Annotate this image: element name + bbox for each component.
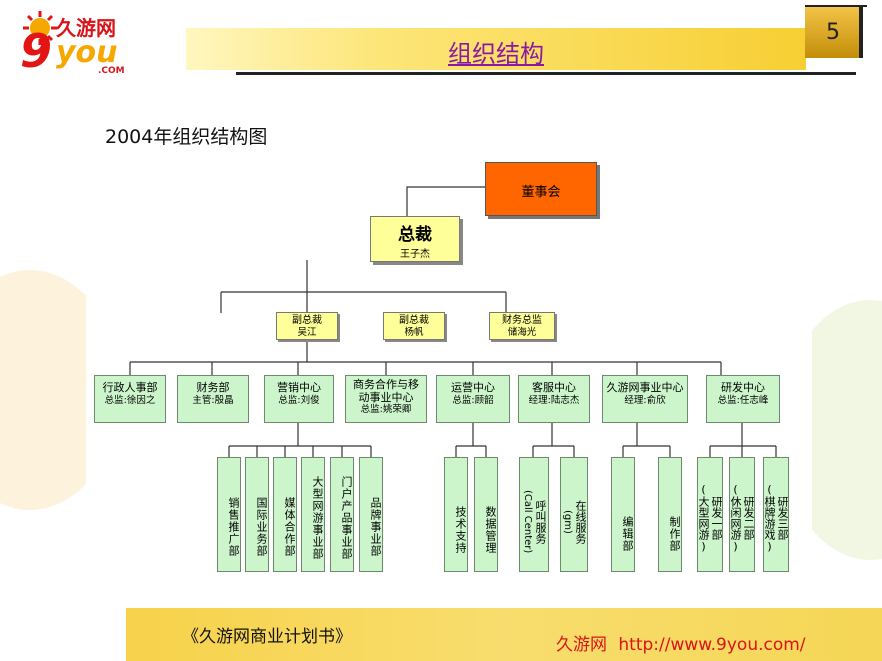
subunit-online-service: 在线服务 (gm) — [560, 457, 588, 572]
vp-name: 杨帆 — [404, 327, 424, 338]
subunit-mmo-business: 大型网游事业部 — [301, 457, 325, 572]
dept-manager: 经理:俞欣 — [624, 395, 666, 406]
subunit-rnd-3-label: 研发三部 — [776, 495, 789, 540]
dept-manager: 总监:姚荣卿 — [360, 404, 412, 415]
dept-operations: 运营中心 总监:顾韶 — [436, 375, 510, 423]
title-bar — [186, 28, 806, 70]
subunit-portal-products: 门户产品事业部 — [330, 457, 354, 572]
dept-label: 行政人事部 — [102, 381, 158, 394]
dept-label: 营销中心 — [277, 381, 321, 394]
vp-label: 副总裁 — [292, 315, 322, 326]
subunit-international: 国际业务部 — [245, 457, 269, 572]
dept-admin-hr: 行政人事部 总监:徐因之 — [94, 375, 166, 423]
chart-subtitle: 2004年组织结构图 — [105, 126, 268, 148]
subunit-production: 制作部 — [658, 457, 682, 572]
dept-finance: 财务部 主管:殷晶 — [177, 375, 249, 423]
subunit-editorial: 编辑部 — [611, 457, 635, 572]
sun-icon — [23, 11, 57, 45]
logo-nine: 9 — [20, 24, 53, 78]
subunit-data-management: 数据管理 — [474, 457, 498, 572]
subunit-brand: 品牌事业部 — [359, 457, 383, 572]
dept-marketing: 营销中心 总监:刘俊 — [264, 375, 334, 423]
page-number-box — [805, 6, 863, 58]
dept-label: 客服中心 — [532, 381, 576, 394]
dept-label: 运营中心 — [451, 381, 495, 394]
logo-dot-com: .COM — [98, 66, 125, 76]
subunit-online-service-label: 在线服务 — [574, 499, 587, 544]
ceo-box: 总裁 王子杰 — [370, 216, 460, 262]
cfo-label: 财务总监 — [502, 315, 542, 326]
footer-url[interactable]: http://www.9you.com/ — [618, 635, 806, 655]
dept-rnd: 研发中心 总监:任志峰 — [706, 375, 780, 423]
footer-website[interactable]: 久游网 http://www.9you.com/ — [556, 630, 806, 655]
logo-chinese: 久游网 — [56, 16, 116, 40]
page-number: 5 — [826, 20, 840, 45]
page-number-rule — [805, 5, 867, 7]
logo-you: you — [56, 35, 118, 70]
dept-label: 商务合作与移动事业中心 — [353, 378, 419, 404]
subunit-rnd-1: 研发一部 (大型网游) — [697, 457, 723, 572]
board-label: 董事会 — [521, 185, 561, 200]
cfo-name: 储海光 — [507, 327, 537, 338]
subunit-rnd-2-label: 研发二部 — [742, 495, 755, 540]
subunit-rnd-1-label: 研发一部 — [710, 495, 723, 540]
dept-customer-service: 客服中心 经理:陆志杰 — [518, 375, 590, 423]
vp-name: 吴江 — [297, 327, 317, 338]
cfo-box: 财务总监 储海光 — [489, 312, 555, 340]
subunit-rnd-3: 研发三部 (棋牌游戏) — [763, 457, 789, 572]
subunit-call-service-note: (Call Center) — [522, 489, 533, 554]
dept-manager: 总监:顾韶 — [452, 395, 494, 406]
footer-brand: 久游网 — [556, 635, 607, 655]
ceo-name: 王子杰 — [400, 249, 430, 260]
subunit-rnd-2-note: (休闲网游) — [729, 482, 742, 553]
vp-label: 副总裁 — [399, 315, 429, 326]
subunit-call-service-label: 呼叫服务 — [534, 499, 547, 544]
vp-box-yang: 副总裁 杨帆 — [383, 312, 445, 340]
ceo-label: 总裁 — [398, 225, 432, 245]
connector-lines — [129, 186, 777, 457]
dept-label: 财务部 — [196, 381, 230, 394]
footer-document-title: 《久游网商业计划书》 — [182, 627, 352, 647]
vp-box-wu: 副总裁 吴江 — [276, 312, 338, 340]
dept-9you-portal: 久游网事业中心 经理:俞欣 — [602, 375, 688, 423]
title-underline-rule — [236, 72, 856, 75]
subunit-rnd-1-note: (大型网游) — [697, 482, 710, 553]
board-box: 董事会 — [485, 162, 597, 216]
org-chart: 董事会 总裁 王子杰 副总裁 吴江 副总裁 杨帆 财务总监 储海光 行政人事部 … — [86, 152, 812, 580]
page-title: 组织结构 — [448, 40, 544, 68]
dept-manager: 经理:陆志杰 — [528, 395, 580, 406]
dept-manager: 主管:殷晶 — [192, 395, 234, 406]
dept-label: 研发中心 — [721, 381, 765, 394]
dept-label: 久游网事业中心 — [606, 381, 684, 394]
subunit-rnd-2: 研发二部 (休闲网游) — [729, 457, 755, 572]
subunit-call-service: 呼叫服务 (Call Center) — [519, 457, 549, 572]
subunit-tech-support: 技术支持 — [444, 457, 468, 572]
subunit-rnd-3-note: (棋牌游戏) — [763, 482, 776, 553]
subunit-online-service-note: (gm) — [562, 509, 573, 534]
footer-bar — [126, 608, 882, 661]
subunit-sales-promo: 销售推广部 — [217, 457, 241, 572]
dept-manager: 总监:徐因之 — [104, 395, 156, 406]
dept-business-mobile: 商务合作与移动事业中心 总监:姚荣卿 — [345, 375, 427, 423]
dept-manager: 总监:任志峰 — [717, 395, 769, 406]
dept-manager: 总监:刘俊 — [278, 395, 320, 406]
subunit-media: 媒体合作部 — [273, 457, 297, 572]
